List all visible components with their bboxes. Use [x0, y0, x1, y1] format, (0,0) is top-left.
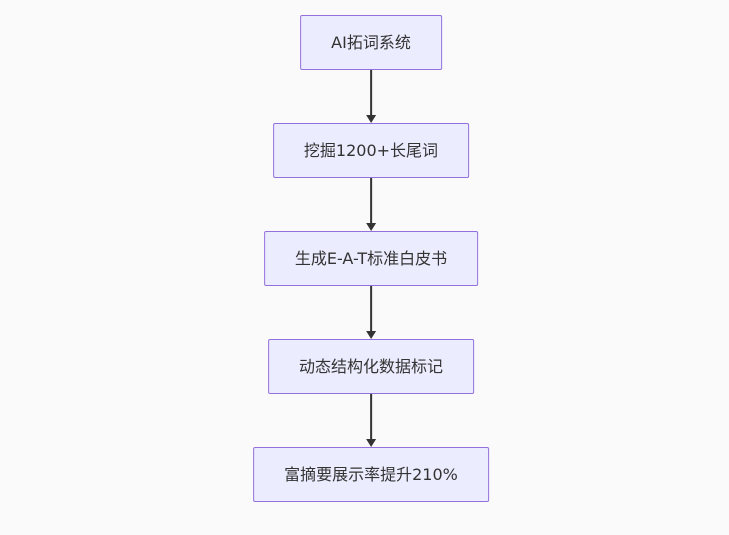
arrow-down-icon	[366, 331, 376, 339]
node-label: 生成E-A-T标准白皮书	[294, 248, 448, 268]
flow-node-longtail-mining: 挖掘1200+长尾词	[272, 123, 470, 178]
flow-edge-3	[366, 286, 376, 339]
flow-node-ai-keyword-system: AI拓词系统	[300, 15, 442, 70]
flow-edge-4	[366, 394, 376, 447]
flow-node-rich-snippet-result: 富摘要展示率提升210%	[253, 447, 489, 502]
arrow-line	[370, 178, 372, 223]
flow-edge-1	[366, 70, 376, 123]
arrow-down-icon	[366, 439, 376, 447]
arrow-line	[370, 286, 372, 331]
arrow-line	[370, 70, 372, 115]
flow-node-structured-data: 动态结构化数据标记	[267, 339, 474, 394]
flow-edge-2	[366, 178, 376, 231]
node-label: 富摘要展示率提升210%	[284, 464, 458, 484]
node-label: 动态结构化数据标记	[298, 356, 443, 376]
arrow-line	[370, 394, 372, 439]
node-label: 挖掘1200+长尾词	[303, 140, 439, 160]
arrow-down-icon	[366, 115, 376, 123]
flowchart: AI拓词系统 挖掘1200+长尾词 生成E-A-T标准白皮书 动态结构化数据标记…	[253, 15, 489, 502]
node-label: AI拓词系统	[331, 32, 411, 52]
flow-node-eat-whitepaper: 生成E-A-T标准白皮书	[263, 231, 479, 286]
arrow-down-icon	[366, 223, 376, 231]
